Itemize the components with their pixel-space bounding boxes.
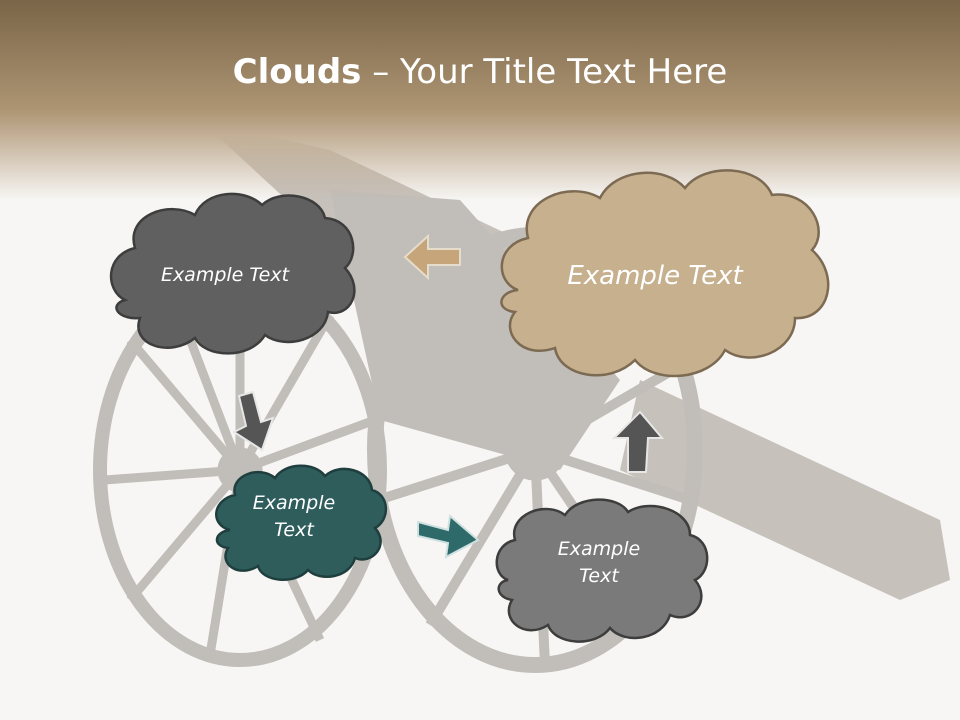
arrow-down-icon [231,390,275,452]
arrow-right-icon [417,514,480,559]
cloud-tan-label: Example Text [567,261,743,291]
cloud-teal[interactable] [215,464,388,582]
cloud-dark-gray[interactable] [109,192,356,355]
title-rest: Your Title Text Here [400,52,728,92]
arrow-up-icon [611,410,665,473]
header-band [0,0,960,200]
title-dash: – [361,52,401,92]
arrow-left-icon [403,233,461,281]
title-bold: Clouds [232,52,362,92]
cloud-dark-gray-label: Example Text [160,264,290,286]
cloud-mid-gray[interactable] [495,498,709,643]
slide-title[interactable]: Clouds – Your Title Text Here [0,52,960,92]
cloud-tan[interactable] [500,169,830,378]
